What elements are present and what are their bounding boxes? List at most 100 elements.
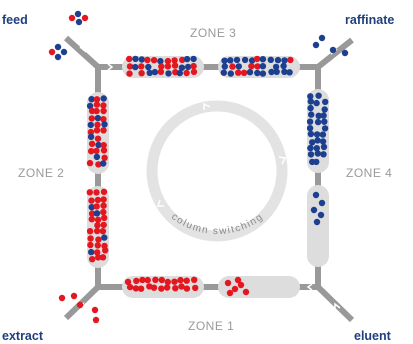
column-switching-label: column switching <box>169 211 266 237</box>
blue-particle <box>313 131 321 138</box>
blue-particle <box>321 106 328 113</box>
red-particle <box>253 55 261 63</box>
flow-arrow-icon <box>314 55 322 62</box>
red-particle <box>124 278 132 286</box>
blue-particle <box>74 10 82 18</box>
feed-flow-icon <box>79 44 87 53</box>
blue-particle <box>87 133 95 140</box>
zone1-label: ZONE 1 <box>188 319 234 333</box>
blue-particle <box>267 56 274 63</box>
red-particle <box>171 62 179 69</box>
red-particle <box>191 276 198 283</box>
red-particle <box>88 115 96 122</box>
extract-pipe <box>63 284 101 321</box>
blue-particle <box>95 141 102 149</box>
red-particle <box>100 196 107 203</box>
red-particle <box>164 278 171 286</box>
blue-particle <box>241 56 249 64</box>
red-particle <box>126 63 134 70</box>
blue-particle <box>165 70 172 77</box>
blue-particle <box>280 62 287 70</box>
blue-particle <box>75 18 83 26</box>
blue-particle <box>132 63 139 71</box>
red-particle <box>139 276 146 284</box>
blue-particle <box>88 96 95 103</box>
red-particle <box>100 142 107 149</box>
red-particle <box>95 236 102 243</box>
red-particle <box>93 107 100 115</box>
blue-particle <box>313 218 321 226</box>
blue-particle <box>101 121 108 128</box>
blue-particle <box>307 144 314 152</box>
blue-particle <box>307 93 314 100</box>
blue-particle <box>273 68 280 76</box>
red-particle <box>100 221 107 229</box>
blue-particle <box>321 125 329 132</box>
blue-particle <box>93 210 101 217</box>
red-particle <box>93 203 100 210</box>
red-particle <box>86 228 94 235</box>
red-particle <box>93 96 101 103</box>
red-particle <box>157 68 165 76</box>
red-particle <box>242 288 250 296</box>
red-particle <box>100 127 107 134</box>
blue-particle <box>308 111 315 118</box>
flow-arrow-icon <box>107 63 114 71</box>
blue-particle <box>319 131 327 138</box>
blue-particle <box>281 68 288 76</box>
red-particle <box>93 189 100 196</box>
blue-particle <box>320 143 328 151</box>
blue-particle <box>221 63 228 70</box>
blue-particle <box>86 102 94 110</box>
red-particle <box>144 276 151 284</box>
red-particle <box>158 276 165 284</box>
red-particle <box>88 210 96 217</box>
blue-particle <box>221 57 228 64</box>
blue-particle <box>235 63 242 70</box>
blue-particle <box>281 57 288 64</box>
red-particle <box>237 281 245 289</box>
red-particle <box>87 235 94 242</box>
blue-particle <box>88 248 95 256</box>
red-particle <box>100 147 108 154</box>
red-particle <box>93 147 100 155</box>
red-particle <box>231 285 239 293</box>
red-particle <box>102 247 109 254</box>
blue-particle <box>286 69 293 76</box>
red-particle <box>190 62 197 70</box>
red-particle <box>150 57 158 64</box>
blue-particle <box>268 68 275 76</box>
blue-particle <box>248 57 256 64</box>
red-particle <box>99 228 107 235</box>
blue-particle <box>151 68 159 76</box>
feed-label: feed <box>2 13 28 27</box>
red-particle <box>100 202 107 209</box>
blue-particle <box>259 56 267 63</box>
red-particle <box>179 56 186 64</box>
blue-particle <box>259 70 267 77</box>
blue-particle <box>307 98 314 105</box>
blue-particle <box>317 211 325 219</box>
blue-particle <box>321 118 328 125</box>
red-particle <box>178 283 185 290</box>
blue-particle <box>314 150 321 157</box>
red-particle <box>229 63 236 70</box>
red-particle <box>100 107 107 115</box>
zone2-label: ZONE 2 <box>18 166 64 180</box>
red-particle <box>101 214 108 222</box>
red-particle <box>171 57 178 64</box>
feed-pipe <box>63 35 101 70</box>
blue-particle <box>233 56 241 64</box>
blue-particle <box>307 104 314 112</box>
red-particle <box>81 14 89 22</box>
red-particle <box>171 278 178 285</box>
blue-particle <box>318 34 326 42</box>
blue-particle <box>309 139 316 146</box>
blue-particle <box>329 46 337 54</box>
red-particle <box>101 154 108 161</box>
eluent-label: eluent <box>354 329 392 343</box>
red-particle <box>94 121 101 128</box>
blue-particle <box>254 69 261 77</box>
blue-particle <box>220 69 227 76</box>
